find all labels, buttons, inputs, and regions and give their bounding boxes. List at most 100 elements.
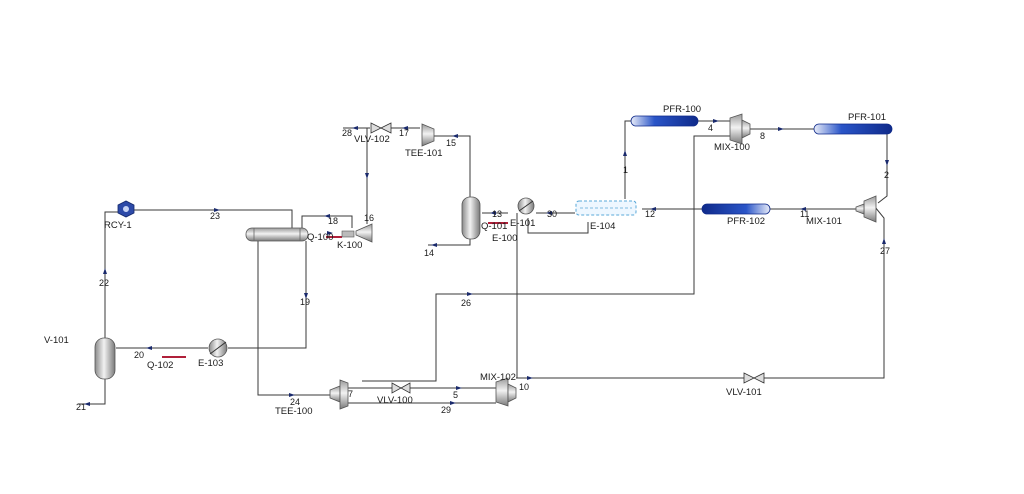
mixer-mix102[interactable] [495, 377, 517, 407]
label-rcy1: RCY-1 [104, 220, 132, 231]
arrow-27 [882, 238, 886, 244]
stream-label-20: 20 [134, 350, 144, 360]
tee-splitter-tee101[interactable] [421, 123, 435, 147]
stream-label-16: 16 [364, 213, 374, 223]
stream-lines [78, 120, 888, 405]
arrow-14 [431, 243, 437, 247]
cooler-e103[interactable] [208, 338, 228, 358]
arrow-19 [304, 293, 308, 299]
label-q101: Q-101 [481, 221, 507, 232]
stream-label-24: 24 [290, 397, 300, 407]
stream-18-line [301, 215, 353, 228]
arrow-24 [289, 393, 295, 397]
stream-10-line [516, 206, 885, 379]
arrow-q100 [327, 231, 333, 235]
arrow-16 [365, 173, 369, 179]
label-e103: E-103 [198, 358, 223, 369]
label-q100: Q-100 [307, 232, 333, 243]
label-vlv101: VLV-101 [726, 387, 762, 398]
label-pfr102: PFR-102 [727, 216, 765, 227]
reactor-pfr102[interactable] [701, 203, 771, 215]
stream-label-4: 4 [708, 123, 713, 133]
stream-label-5: 5 [453, 390, 458, 400]
arrow-4 [713, 119, 719, 123]
valve-vlv100[interactable] [391, 382, 411, 394]
stream-label-23: 23 [210, 211, 220, 221]
label-mix100: MIX-100 [714, 142, 750, 153]
label-mix102: MIX-102 [480, 372, 516, 383]
label-e104: E-104 [590, 221, 615, 232]
vessel-v101[interactable] [94, 337, 116, 380]
stream-19-line [228, 241, 307, 349]
stream-label-11: 11 [800, 209, 809, 219]
cooler-e101[interactable] [517, 197, 535, 215]
mixer-mix100[interactable] [729, 113, 751, 145]
label-vlv102: VLV-102 [354, 134, 390, 145]
stream-1-line [624, 120, 631, 199]
arrow-15 [452, 134, 458, 138]
valve-vlv102[interactable] [370, 122, 392, 134]
arrow-10 [527, 376, 533, 380]
arrow-12 [650, 207, 656, 211]
label-tee100: TEE-100 [275, 406, 313, 417]
label-e101: E-101 [510, 218, 535, 229]
label-k100: K-100 [337, 240, 362, 251]
arrow-13 [490, 211, 496, 215]
vessel-v100[interactable] [461, 196, 481, 240]
label-mix101: MIX-101 [806, 216, 842, 227]
label-v101: V-101 [44, 335, 69, 346]
arrow-8 [778, 127, 784, 131]
arrow-2 [885, 160, 889, 166]
arrow-26 [467, 292, 473, 296]
label-pfr100: PFR-100 [663, 104, 701, 115]
arrow-30 [546, 211, 552, 215]
arrow-18 [324, 214, 330, 218]
stream-label-26: 26 [461, 298, 471, 308]
stream-label-30: 30 [547, 209, 557, 219]
stream-24-line [257, 241, 330, 396]
compressor-k100[interactable] [341, 223, 373, 243]
stream-e104-line [527, 218, 589, 234]
mixer-mix101[interactable] [855, 195, 877, 223]
stream-label-10: 10 [519, 382, 529, 392]
arrow-23 [214, 208, 220, 212]
stream-21-line [78, 379, 106, 405]
stream-23-line [132, 209, 293, 228]
arrow-28 [352, 126, 358, 130]
label-pfr101: PFR-101 [848, 112, 886, 123]
stream-label-12: 12 [645, 209, 655, 219]
label-q102: Q-102 [147, 360, 173, 371]
stream-label-19: 19 [300, 297, 310, 307]
stream-label-21: 21 [76, 402, 86, 412]
recycle-block-rcy1[interactable] [117, 200, 135, 218]
stream-26-line [362, 135, 730, 382]
reactor-pfr100[interactable] [630, 115, 699, 127]
arrow-22 [103, 268, 107, 274]
arrow-11 [800, 207, 806, 211]
stream-label-14: 14 [424, 248, 434, 258]
valve-vlv101[interactable] [743, 372, 765, 384]
stream-label-7: 7 [348, 389, 353, 399]
equipment-labels: V-101 RCY-1 Q-102 E-103 K-100 Q-100 VLV-… [44, 104, 886, 417]
stream-label-22: 22 [99, 278, 109, 288]
arrow-1 [623, 150, 627, 156]
reactor-pfr101[interactable] [813, 123, 893, 135]
heat-exchanger-e104[interactable] [575, 200, 637, 216]
arrow-21 [84, 402, 90, 406]
stream-22-line [104, 211, 120, 338]
stream-label-29: 29 [441, 405, 451, 415]
stream-label-1: 1 [623, 165, 628, 175]
arrow-5 [456, 386, 462, 390]
stream-label-2: 2 [884, 170, 889, 180]
heat-exchanger-e100[interactable] [245, 227, 309, 242]
stream-14-line [428, 239, 471, 246]
stream-label-27: 27 [880, 246, 890, 256]
label-e100: E-100 [492, 233, 517, 244]
tee-splitter-tee100[interactable] [329, 379, 349, 410]
arrow-20 [146, 346, 152, 350]
label-vlv100: VLV-100 [377, 395, 413, 406]
stream-labels: 1 2 4 5 7 8 10 11 12 13 14 15 16 17 18 1… [76, 123, 890, 415]
arrow-17 [402, 126, 408, 130]
stream-label-13: 13 [492, 209, 502, 219]
